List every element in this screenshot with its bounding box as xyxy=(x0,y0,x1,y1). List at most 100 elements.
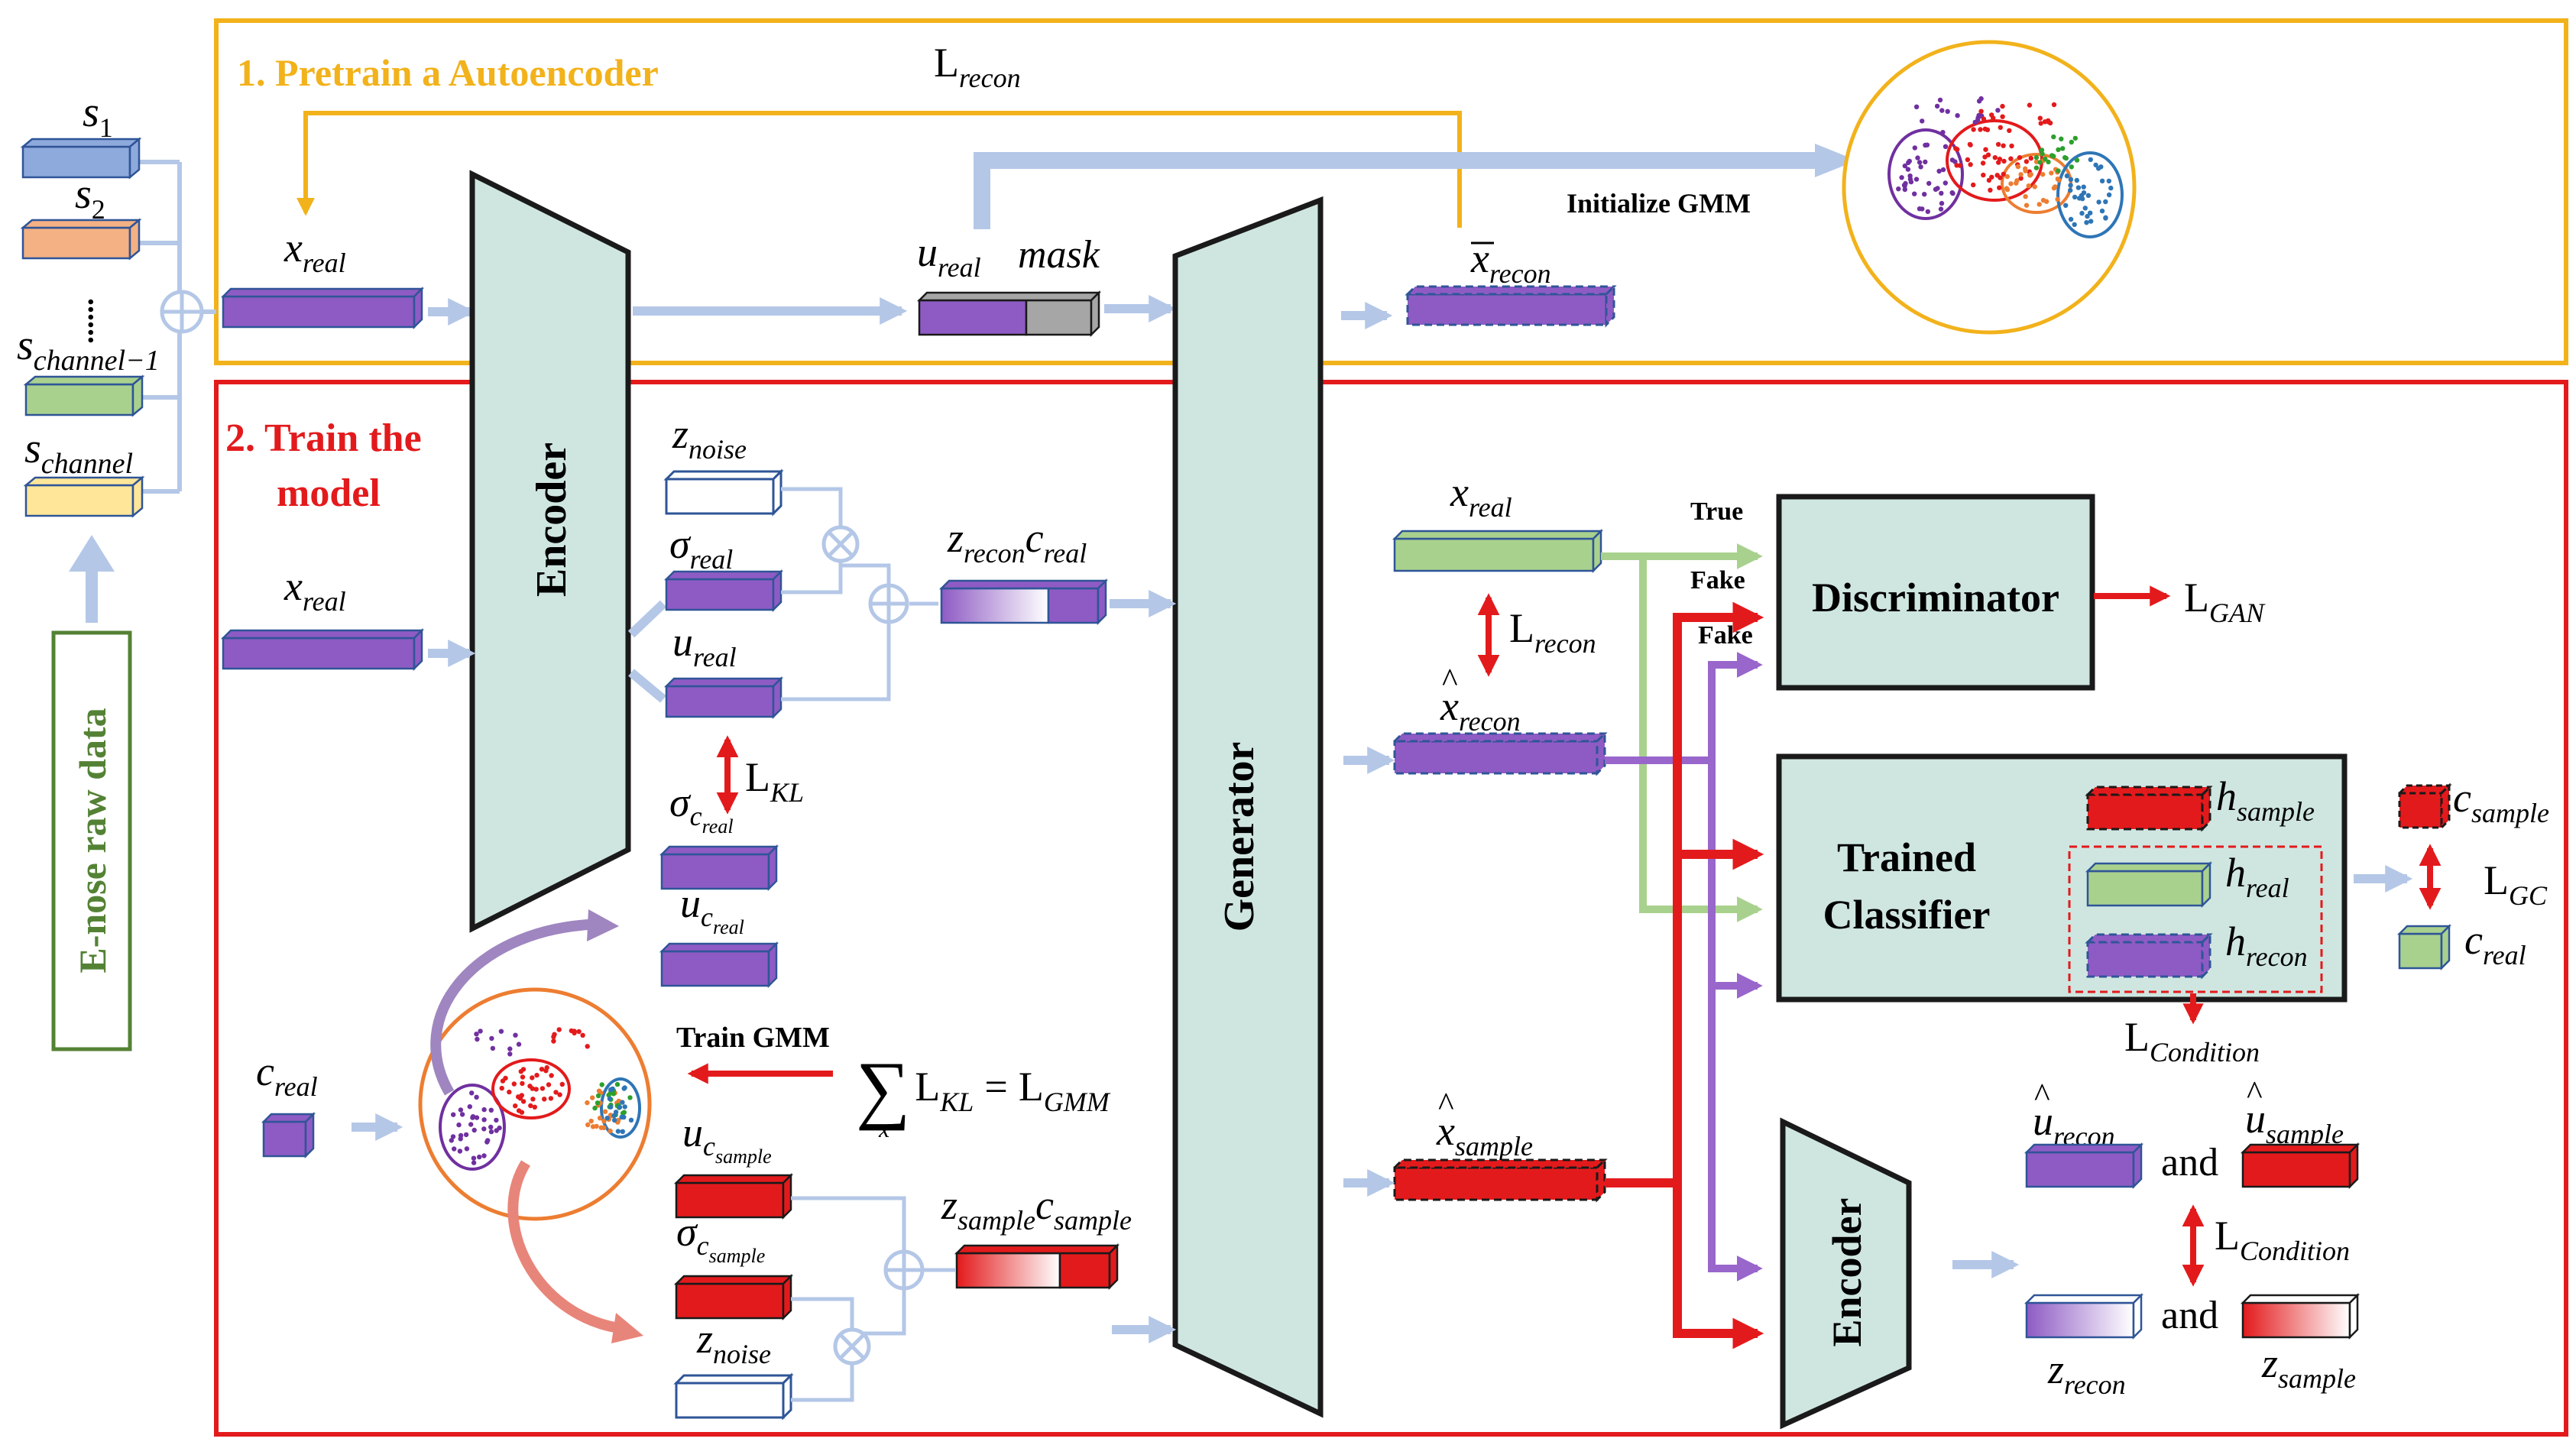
svg-text:Classifier: Classifier xyxy=(1823,892,1991,938)
cluster-point xyxy=(489,1035,494,1042)
h-real-recon-dashed-box xyxy=(2068,845,2323,993)
cluster-point xyxy=(543,1068,549,1074)
cluster-point xyxy=(585,1122,591,1128)
cluster-point xyxy=(517,1096,523,1101)
cluster-point xyxy=(1920,118,1925,124)
stage1-initialize-gmm-arrow xyxy=(974,152,1820,229)
sensor-s2-label: s2 xyxy=(75,170,105,225)
cluster-point xyxy=(456,1122,462,1128)
cluster-point xyxy=(620,1100,625,1105)
cluster-point xyxy=(1936,168,1942,174)
cluster-point xyxy=(2024,159,2030,164)
cluster-point xyxy=(1967,141,1973,147)
cluster-point xyxy=(1978,127,1983,132)
cluster-point xyxy=(2106,178,2111,184)
cluster-point xyxy=(474,1115,480,1120)
stage2-title-line2: model xyxy=(277,471,381,515)
cluster-point xyxy=(1912,145,1917,151)
x-hat-sample-block xyxy=(1392,1157,1608,1203)
cluster-point xyxy=(2001,143,2006,148)
gmm-curved-arrow-out xyxy=(507,1160,643,1343)
cluster-point xyxy=(611,1117,617,1123)
cluster-point xyxy=(471,1160,477,1165)
cluster-point xyxy=(1902,186,1907,193)
sigma-real-block xyxy=(663,569,784,613)
u-real-label: ureal xyxy=(672,619,737,672)
cluster-point xyxy=(2033,154,2040,160)
cluster-point xyxy=(2108,185,2114,191)
l-gan-label: LGAN xyxy=(2184,575,2266,628)
cluster-point xyxy=(528,1103,533,1109)
cluster-point xyxy=(2047,120,2053,126)
cluster-point xyxy=(481,1117,487,1123)
cluster-point xyxy=(2049,170,2054,176)
cluster-point xyxy=(2093,162,2098,168)
cluster-point xyxy=(1949,157,1955,163)
cluster-point xyxy=(2068,177,2074,182)
cluster-point xyxy=(471,1127,477,1133)
cluster-point xyxy=(549,1073,554,1078)
u-c-sample-block xyxy=(673,1172,794,1220)
cluster-point xyxy=(1957,163,1963,168)
discriminator-input-fake-1: Fake xyxy=(1690,566,1745,595)
cluster-point xyxy=(2036,202,2042,207)
x-hat-sample-hat: ^ xyxy=(1438,1086,1454,1123)
discriminator-input-true: True xyxy=(1690,497,1743,526)
cluster-point xyxy=(572,1029,577,1034)
cluster-point xyxy=(1975,115,1981,121)
cluster-point xyxy=(585,1100,590,1106)
cluster-point xyxy=(533,1087,539,1092)
cluster-point xyxy=(1976,99,1982,104)
cluster-point xyxy=(540,1086,546,1091)
cluster-point xyxy=(2099,178,2105,183)
cluster-point xyxy=(2038,121,2043,126)
cluster-point xyxy=(2028,172,2033,177)
svg-text:Discriminator: Discriminator xyxy=(1812,575,2059,620)
cluster-point xyxy=(458,1136,463,1142)
stage1-x-real-label: xreal xyxy=(284,225,346,278)
cluster-point xyxy=(507,1089,512,1095)
cluster-point xyxy=(615,1129,621,1134)
encoder-to-sigma-u-arrows xyxy=(627,600,667,703)
discriminator-block: Discriminator xyxy=(1776,494,2095,691)
generator-block: Generator xyxy=(1172,196,1324,1418)
cluster-point xyxy=(621,1114,627,1120)
cluster-point xyxy=(2023,194,2028,199)
z-recon-c-real-label: zreconcreal xyxy=(947,515,1087,569)
cluster-point xyxy=(2072,135,2078,141)
stage2-x-real-label: xreal xyxy=(284,563,346,617)
z-noise-sample-label: znoise xyxy=(696,1316,771,1369)
cluster-point xyxy=(2000,103,2005,109)
u-hat-recon-hat: ^ xyxy=(2034,1077,2050,1114)
cluster-point xyxy=(608,1087,614,1093)
stage1-frame xyxy=(214,18,2568,365)
cluster-point xyxy=(2085,213,2090,219)
stage1-u-real-label: ureal xyxy=(917,229,981,283)
h-real-label: hreal xyxy=(2225,850,2289,903)
cluster-point xyxy=(1945,109,1950,114)
sensor-s-channel-label: schannel xyxy=(24,425,133,480)
cluster-point xyxy=(2051,134,2056,140)
cluster-point xyxy=(1915,155,1920,160)
l-condition-classifier-label: LCondition xyxy=(2124,1014,2260,1068)
cluster-point xyxy=(2017,155,2023,160)
cluster-point xyxy=(2053,184,2058,190)
cluster-point xyxy=(580,1032,585,1038)
initialize-gmm-label: Initialize GMM xyxy=(1567,188,1751,219)
sigma-c-real-label: σcreal xyxy=(669,779,734,838)
u-c-real-block xyxy=(659,941,779,989)
enose-box xyxy=(51,630,132,1051)
h-sample-label: hsample xyxy=(2216,773,2315,827)
cluster-point xyxy=(1953,146,1959,151)
and-label-2: and xyxy=(2161,1294,2218,1337)
cluster-point xyxy=(2059,136,2064,141)
u-c-sample-label: ucsample xyxy=(682,1110,772,1168)
cluster-point xyxy=(588,1118,594,1124)
cluster-point xyxy=(1971,127,1976,132)
cluster-point xyxy=(2033,165,2040,170)
train-gmm-label: Train GMM xyxy=(676,1022,830,1054)
sample-add-oplus-icon xyxy=(883,1249,925,1291)
cluster-point xyxy=(481,1126,487,1132)
cluster-point xyxy=(1997,157,2003,162)
cluster-point xyxy=(2008,181,2014,186)
